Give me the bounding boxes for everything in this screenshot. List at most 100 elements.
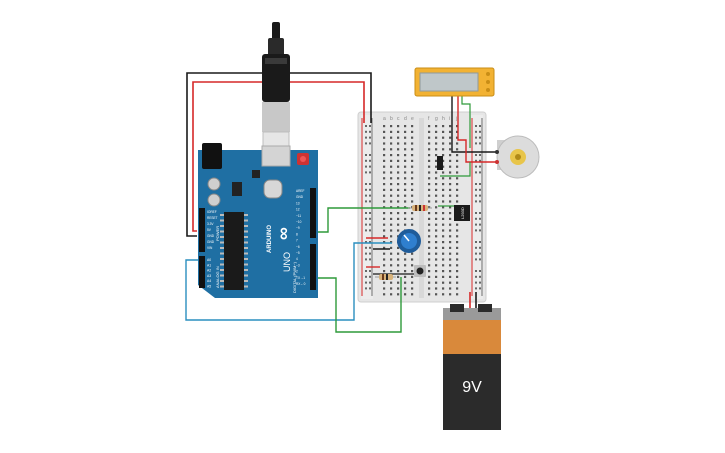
- breadboard-hole[interactable]: [397, 136, 400, 139]
- rail-hole[interactable]: [475, 142, 477, 145]
- rail-hole[interactable]: [479, 281, 481, 284]
- breadboard-hole[interactable]: [456, 200, 459, 203]
- rail-hole[interactable]: [365, 281, 367, 284]
- breadboard-hole[interactable]: [411, 171, 414, 174]
- breadboard-hole[interactable]: [442, 171, 445, 174]
- breadboard-hole[interactable]: [428, 154, 431, 157]
- breadboard-hole[interactable]: [411, 287, 414, 290]
- breadboard-hole[interactable]: [428, 293, 431, 296]
- breadboard-hole[interactable]: [397, 148, 400, 151]
- breadboard-holes[interactable]: [365, 125, 481, 296]
- rail-hole[interactable]: [479, 142, 481, 145]
- breadboard-hole[interactable]: [404, 188, 407, 191]
- rail-hole[interactable]: [475, 281, 477, 284]
- rail-hole[interactable]: [479, 229, 481, 232]
- breadboard-hole[interactable]: [411, 200, 414, 203]
- breadboard-hole[interactable]: [449, 188, 452, 191]
- dc-motor-icon[interactable]: [495, 135, 540, 179]
- breadboard-hole[interactable]: [442, 206, 445, 209]
- breadboard-hole[interactable]: [383, 125, 386, 128]
- rail-hole[interactable]: [475, 258, 477, 261]
- breadboard-hole[interactable]: [435, 188, 438, 191]
- breadboard-hole[interactable]: [397, 177, 400, 180]
- wire-black-gnd[interactable]: [186, 72, 372, 237]
- breadboard-hole[interactable]: [435, 136, 438, 139]
- rail-hole[interactable]: [475, 287, 477, 290]
- breadboard-hole[interactable]: [449, 130, 452, 133]
- potentiometer-icon[interactable]: [397, 229, 421, 253]
- rail-hole[interactable]: [369, 183, 371, 185]
- rail-hole[interactable]: [369, 270, 371, 272]
- breadboard-hole[interactable]: [442, 264, 445, 267]
- breadboard-hole[interactable]: [404, 177, 407, 180]
- rail-hole[interactable]: [475, 165, 477, 168]
- breadboard-hole[interactable]: [442, 293, 445, 296]
- rail-hole[interactable]: [365, 223, 367, 226]
- breadboard-hole[interactable]: [449, 194, 452, 197]
- breadboard-hole[interactable]: [442, 241, 445, 244]
- breadboard-hole[interactable]: [449, 252, 452, 255]
- breadboard-hole[interactable]: [435, 177, 438, 180]
- rail-hole[interactable]: [369, 241, 371, 243]
- breadboard-hole[interactable]: [435, 270, 438, 273]
- analog-header[interactable]: [199, 256, 205, 288]
- breadboard-hole[interactable]: [411, 183, 414, 186]
- breadboard-hole[interactable]: [390, 223, 393, 226]
- breadboard-hole[interactable]: [449, 183, 452, 186]
- breadboard-hole[interactable]: [404, 136, 407, 139]
- breadboard-hole[interactable]: [456, 293, 459, 296]
- breadboard-hole[interactable]: [435, 235, 438, 238]
- breadboard-hole[interactable]: [411, 212, 414, 215]
- breadboard-hole[interactable]: [404, 148, 407, 151]
- rail-hole[interactable]: [479, 125, 481, 127]
- breadboard-hole[interactable]: [428, 206, 431, 209]
- rail-hole[interactable]: [479, 188, 481, 191]
- power-header[interactable]: [199, 208, 205, 252]
- breadboard-hole[interactable]: [449, 258, 452, 261]
- rail-hole[interactable]: [365, 252, 367, 255]
- rail-hole[interactable]: [369, 142, 371, 145]
- breadboard-hole[interactable]: [397, 125, 400, 128]
- breadboard-hole[interactable]: [428, 264, 431, 267]
- breadboard-hole[interactable]: [435, 275, 438, 278]
- breadboard-hole[interactable]: [411, 136, 414, 139]
- breadboard-hole[interactable]: [428, 235, 431, 238]
- breadboard-hole[interactable]: [428, 241, 431, 244]
- breadboard-hole[interactable]: [397, 154, 400, 157]
- breadboard-hole[interactable]: [442, 142, 445, 145]
- breadboard-hole[interactable]: [397, 212, 400, 215]
- breadboard-hole[interactable]: [428, 142, 431, 145]
- breadboard-hole[interactable]: [383, 229, 386, 232]
- breadboard-hole[interactable]: [390, 252, 393, 255]
- breadboard-hole[interactable]: [397, 165, 400, 168]
- breadboard-hole[interactable]: [404, 252, 407, 255]
- breadboard-hole[interactable]: [449, 148, 452, 151]
- breadboard-hole[interactable]: [383, 212, 386, 215]
- breadboard-hole[interactable]: [449, 125, 452, 128]
- breadboard-hole[interactable]: [442, 229, 445, 232]
- rail-hole[interactable]: [365, 258, 367, 261]
- breadboard-hole[interactable]: [449, 275, 452, 278]
- breadboard-hole[interactable]: [456, 287, 459, 290]
- rail-hole[interactable]: [479, 165, 481, 168]
- breadboard-hole[interactable]: [411, 270, 414, 273]
- breadboard-hole[interactable]: [442, 223, 445, 226]
- breadboard-hole[interactable]: [397, 281, 400, 284]
- breadboard-hole[interactable]: [390, 165, 393, 168]
- breadboard-hole[interactable]: [390, 194, 393, 197]
- breadboard-hole[interactable]: [442, 183, 445, 186]
- rail-hole[interactable]: [475, 223, 477, 226]
- breadboard-hole[interactable]: [456, 142, 459, 145]
- breadboard-hole[interactable]: [428, 125, 431, 128]
- breadboard-hole[interactable]: [456, 125, 459, 128]
- breadboard-hole[interactable]: [435, 206, 438, 209]
- breadboard-hole[interactable]: [404, 264, 407, 267]
- breadboard-hole[interactable]: [442, 212, 445, 215]
- rail-hole[interactable]: [479, 270, 481, 272]
- rail-hole[interactable]: [365, 287, 367, 290]
- breadboard-hole[interactable]: [390, 183, 393, 186]
- breadboard-hole[interactable]: [449, 293, 452, 296]
- breadboard-hole[interactable]: [404, 287, 407, 290]
- breadboard-hole[interactable]: [397, 246, 400, 249]
- breadboard-hole[interactable]: [442, 194, 445, 197]
